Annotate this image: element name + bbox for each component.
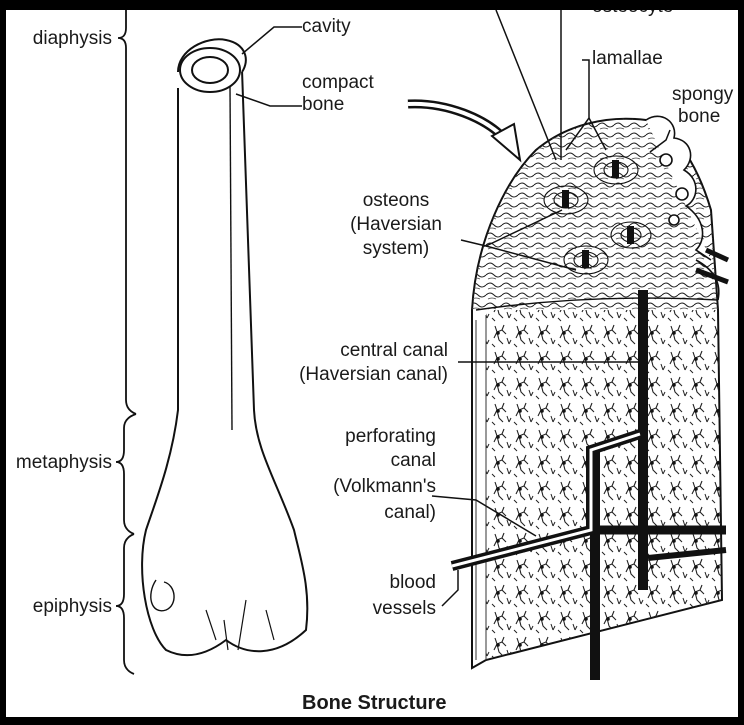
label-metaphysis: metaphysis bbox=[6, 452, 112, 474]
region-brackets bbox=[116, 10, 136, 674]
label-spongy-bone-line2: bone bbox=[678, 106, 720, 128]
label-perforating-line4: canal) bbox=[306, 502, 436, 524]
label-central-canal-line1: central canal bbox=[268, 340, 448, 362]
label-spongy-bone-line1: spongy bbox=[672, 84, 733, 106]
label-osteons-line1: osteons bbox=[336, 190, 456, 212]
label-compact-bone-line2: bone bbox=[302, 94, 344, 116]
diagram-panel: diaphysis metaphysis epiphysis cavity co… bbox=[6, 10, 738, 717]
label-osteons-line3: system) bbox=[336, 238, 456, 260]
label-cavity: cavity bbox=[302, 16, 351, 38]
label-diaphysis: diaphysis bbox=[6, 28, 112, 50]
label-blood-vessels-line2: vessels bbox=[326, 598, 436, 620]
diagram-title: Bone Structure bbox=[302, 692, 446, 714]
label-perforating-line1: perforating bbox=[306, 426, 436, 448]
label-compact-bone-line1: compact bbox=[302, 72, 374, 94]
label-osteons-line2: (Haversian bbox=[336, 214, 456, 236]
label-central-canal-line2: (Haversian canal) bbox=[268, 364, 448, 386]
label-perforating-line2: canal bbox=[306, 450, 436, 472]
label-osteocyte-partial: osteocyte bbox=[592, 10, 673, 18]
pointer-arrow bbox=[408, 104, 520, 160]
label-epiphysis: epiphysis bbox=[6, 596, 112, 618]
label-lamallae: lamallae bbox=[592, 48, 663, 70]
label-blood-vessels-line1: blood bbox=[326, 572, 436, 594]
compact-bone-block bbox=[452, 110, 732, 680]
label-perforating-line3: (Volkmann's bbox=[306, 476, 436, 498]
